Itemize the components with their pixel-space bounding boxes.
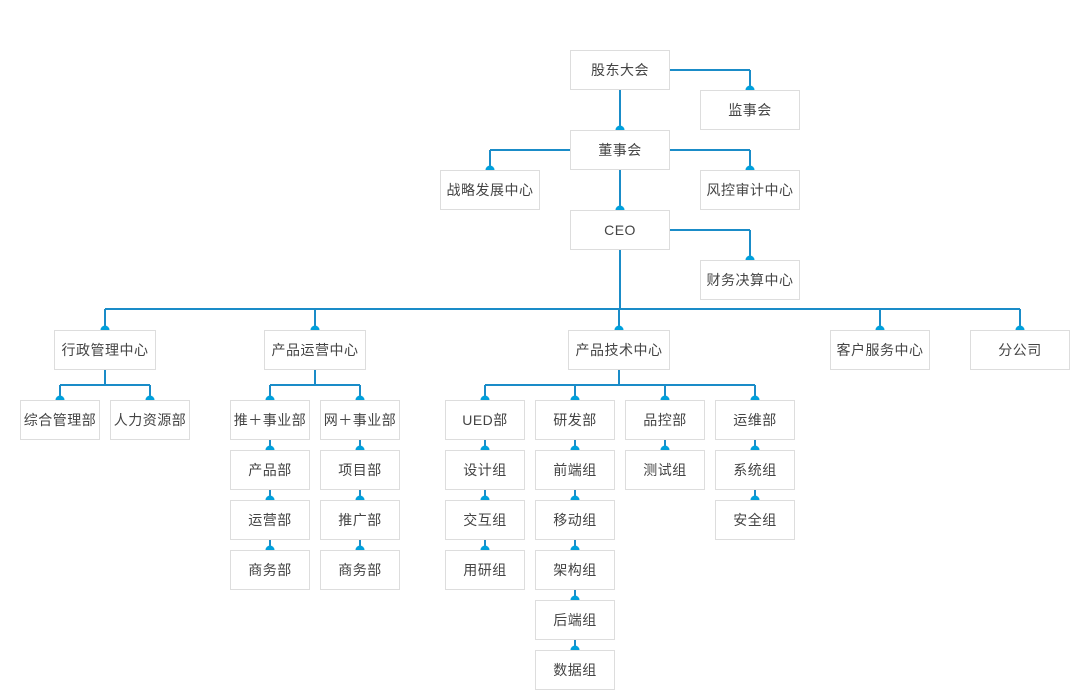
org-node-label: 财务决算中心 — [706, 272, 794, 288]
org-node-label: 移动组 — [553, 512, 597, 528]
org-node-label: 商务部 — [248, 562, 292, 578]
org-node-n6[interactable]: CEO — [570, 210, 670, 250]
org-node-d4[interactable]: 客户服务中心 — [830, 330, 930, 370]
org-node-label: 产品部 — [248, 462, 292, 478]
org-node-label: 前端组 — [553, 462, 597, 478]
org-node-a2[interactable]: 人力资源部 — [110, 400, 190, 440]
org-node-label: 项目部 — [338, 462, 382, 478]
org-node-label: 产品技术中心 — [575, 342, 663, 358]
org-node-label: 系统组 — [733, 462, 777, 478]
org-node-label: 运维部 — [733, 412, 777, 428]
org-node-label: 品控部 — [643, 412, 687, 428]
org-node-b1[interactable]: 推＋事业部 — [230, 400, 310, 440]
org-node-label: 风控审计中心 — [706, 182, 794, 198]
org-node-label: 安全组 — [733, 512, 777, 528]
org-node-e1[interactable]: UED部 — [445, 400, 525, 440]
org-node-c1[interactable]: 网＋事业部 — [320, 400, 400, 440]
org-node-f4[interactable]: 架构组 — [535, 550, 615, 590]
org-node-h3[interactable]: 安全组 — [715, 500, 795, 540]
org-node-n3[interactable]: 董事会 — [570, 130, 670, 170]
org-node-n4[interactable]: 战略发展中心 — [440, 170, 540, 210]
org-node-label: 分公司 — [998, 342, 1042, 358]
org-node-label: 数据组 — [553, 662, 597, 678]
org-node-label: 人力资源部 — [113, 412, 187, 428]
org-node-label: 设计组 — [463, 462, 507, 478]
org-node-n2[interactable]: 监事会 — [700, 90, 800, 130]
org-node-g1[interactable]: 品控部 — [625, 400, 705, 440]
org-node-label: UED部 — [462, 412, 508, 428]
org-node-label: 战略发展中心 — [446, 182, 534, 198]
org-node-a1[interactable]: 综合管理部 — [20, 400, 100, 440]
org-node-f5[interactable]: 后端组 — [535, 600, 615, 640]
org-node-n1[interactable]: 股东大会 — [570, 50, 670, 90]
org-node-d2[interactable]: 产品运营中心 — [264, 330, 366, 370]
org-node-label: 综合管理部 — [23, 412, 97, 428]
org-node-b2[interactable]: 产品部 — [230, 450, 310, 490]
org-node-d5[interactable]: 分公司 — [970, 330, 1070, 370]
org-node-label: 测试组 — [643, 462, 687, 478]
org-node-e3[interactable]: 交互组 — [445, 500, 525, 540]
org-node-label: 行政管理中心 — [61, 342, 149, 358]
org-node-label: 商务部 — [338, 562, 382, 578]
org-node-label: CEO — [604, 222, 636, 238]
org-node-label: 客户服务中心 — [836, 342, 924, 358]
org-node-label: 股东大会 — [591, 62, 649, 78]
org-node-label: 用研组 — [463, 562, 507, 578]
org-node-f2[interactable]: 前端组 — [535, 450, 615, 490]
org-node-label: 研发部 — [553, 412, 597, 428]
org-node-c2[interactable]: 项目部 — [320, 450, 400, 490]
org-node-label: 交互组 — [463, 512, 507, 528]
org-node-c4[interactable]: 商务部 — [320, 550, 400, 590]
org-node-label: 后端组 — [553, 612, 597, 628]
org-node-b3[interactable]: 运营部 — [230, 500, 310, 540]
org-node-c3[interactable]: 推广部 — [320, 500, 400, 540]
org-node-b4[interactable]: 商务部 — [230, 550, 310, 590]
org-node-n7[interactable]: 财务决算中心 — [700, 260, 800, 300]
org-node-h1[interactable]: 运维部 — [715, 400, 795, 440]
org-node-d1[interactable]: 行政管理中心 — [54, 330, 156, 370]
org-node-g2[interactable]: 测试组 — [625, 450, 705, 490]
org-node-label: 监事会 — [728, 102, 772, 118]
org-node-n5[interactable]: 风控审计中心 — [700, 170, 800, 210]
org-node-label: 产品运营中心 — [271, 342, 359, 358]
org-node-label: 董事会 — [598, 142, 642, 158]
org-node-label: 运营部 — [248, 512, 292, 528]
org-node-label: 架构组 — [553, 562, 597, 578]
org-node-label: 网＋事业部 — [323, 412, 397, 428]
org-node-d3[interactable]: 产品技术中心 — [568, 330, 670, 370]
org-node-f1[interactable]: 研发部 — [535, 400, 615, 440]
org-node-e2[interactable]: 设计组 — [445, 450, 525, 490]
org-node-f6[interactable]: 数据组 — [535, 650, 615, 690]
org-node-label: 推广部 — [338, 512, 382, 528]
org-node-f3[interactable]: 移动组 — [535, 500, 615, 540]
org-node-e4[interactable]: 用研组 — [445, 550, 525, 590]
org-node-h2[interactable]: 系统组 — [715, 450, 795, 490]
org-node-label: 推＋事业部 — [233, 412, 307, 428]
